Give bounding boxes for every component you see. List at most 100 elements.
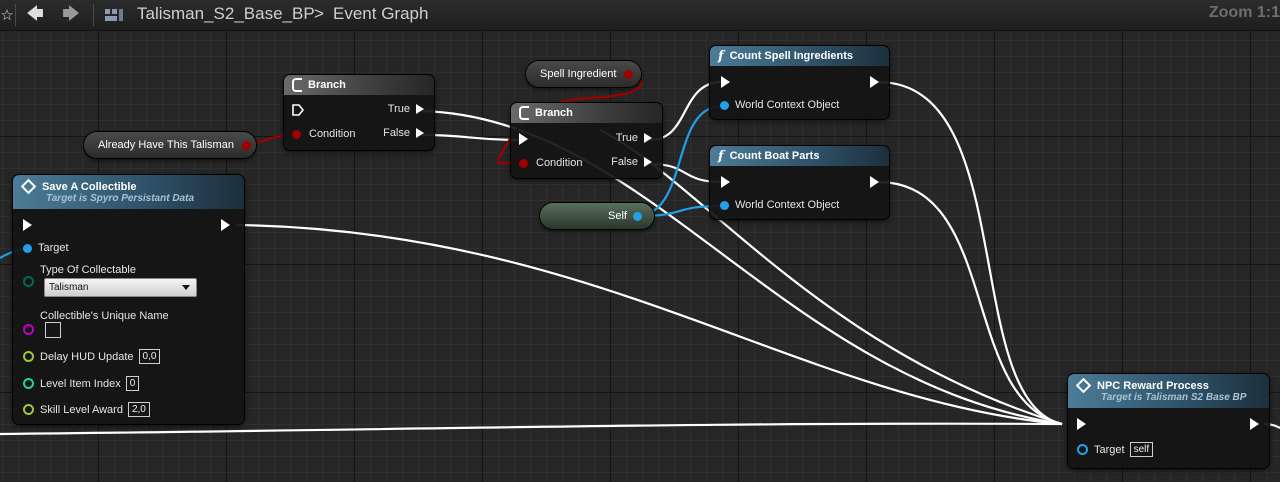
function-call-icon: [20, 178, 37, 195]
exec-input-pin[interactable]: [519, 133, 528, 145]
pin-label: Delay HUD Update: [40, 350, 134, 363]
wire-save-out-to-npc: [235, 223, 1063, 426]
blueprint-grid-icon: [102, 0, 126, 30]
node-title: Branch: [308, 79, 346, 91]
function-call-icon: [1075, 377, 1092, 394]
int-pin-icon: [23, 378, 34, 389]
branch-icon: [519, 106, 529, 120]
node-header: f Count Spell Ingredients: [710, 46, 889, 66]
pin-label: Skill Level Award: [40, 403, 123, 416]
npc-reward-process-node[interactable]: NPC Reward Process Target is Talisman S2…: [1068, 374, 1269, 468]
graph-toolbar: ☆ 🡄 🡆 Talisman_S2_Base_BP > Event Graph …: [0, 0, 1280, 31]
exec-output-pin[interactable]: [870, 176, 879, 188]
pin-label: False: [611, 156, 638, 168]
pin-label: Condition: [309, 128, 356, 140]
skill-level-award-field[interactable]: 2,0: [127, 402, 150, 417]
pin-label: Condition: [536, 157, 583, 169]
dropdown-value: Talisman: [49, 282, 89, 293]
function-icon: f: [718, 148, 724, 164]
self-reference-node[interactable]: Self: [540, 203, 654, 229]
exec-output-icon: [416, 128, 424, 138]
world-context-pin[interactable]: World Context Object: [720, 99, 839, 111]
pin-label: Target: [38, 242, 69, 254]
exec-output-pin[interactable]: [221, 219, 230, 231]
branch-node-1[interactable]: Branch True Condition False: [284, 75, 434, 150]
object-output-pin[interactable]: [632, 211, 642, 221]
wire-count-boat-out-to-npc: [877, 180, 1063, 426]
type-of-collectable-pin[interactable]: Type Of Collectable: [23, 264, 136, 287]
false-output-pin[interactable]: False: [383, 127, 424, 139]
target-pin[interactable]: Target: [23, 242, 69, 254]
node-title: NPC Reward Process: [1097, 379, 1209, 392]
exec-input-icon: [23, 219, 32, 231]
exec-output-pin[interactable]: [1250, 418, 1259, 430]
condition-input-pin[interactable]: Condition: [519, 157, 582, 169]
spell-ingredient-variable-node[interactable]: Spell Ingredient: [526, 61, 641, 87]
object-pin-icon: [720, 200, 729, 210]
exec-input-pin[interactable]: [721, 176, 730, 188]
delay-hud-value-field[interactable]: 0,0: [138, 349, 161, 364]
node-subtitle: Target is Talisman S2 Base BP: [1101, 391, 1247, 403]
breadcrumb-graph[interactable]: Event Graph: [333, 4, 429, 23]
world-context-pin[interactable]: World Context Object: [720, 199, 839, 211]
target-self-field[interactable]: self: [1129, 442, 1154, 457]
pin-label: True: [615, 132, 638, 144]
wire-count-spell-out-to-npc: [877, 80, 1063, 426]
collectable-type-dropdown[interactable]: Talisman: [44, 278, 197, 297]
bool-pin-icon: [519, 158, 528, 168]
already-have-talisman-variable-node[interactable]: Already Have This Talisman: [84, 132, 256, 158]
exec-input-pin[interactable]: [721, 76, 730, 88]
exec-hollow-icon: [292, 104, 304, 116]
unique-name-pin[interactable]: Collectible's Unique Name: [23, 310, 169, 335]
node-title: Save A Collectible: [42, 180, 137, 193]
level-item-index-pin[interactable]: Level Item Index 0: [23, 376, 140, 391]
exec-output-icon: [644, 133, 652, 143]
true-output-pin[interactable]: True: [616, 132, 652, 144]
target-pin[interactable]: Target self: [1077, 442, 1154, 457]
pin-label: False: [383, 127, 410, 139]
node-header: Branch: [284, 75, 434, 95]
toolbar-divider: [15, 4, 16, 26]
exec-input-pin[interactable]: [1077, 418, 1086, 430]
node-header: NPC Reward Process Target is Talisman S2…: [1068, 374, 1269, 408]
self-label: Self: [608, 210, 627, 222]
back-arrow-icon[interactable]: 🡄: [26, 3, 44, 23]
breadcrumb-asset[interactable]: Talisman_S2_Base_BP: [137, 4, 315, 23]
toolbar-divider: [93, 4, 94, 26]
pin-label: Target: [1094, 443, 1125, 456]
exec-output-icon: [221, 219, 230, 231]
variable-label: Already Have This Talisman: [98, 139, 234, 151]
count-spell-ingredients-node[interactable]: f Count Spell Ingredients World Context …: [710, 46, 889, 119]
forward-arrow-icon[interactable]: 🡆: [62, 3, 80, 23]
exec-input-icon: [721, 76, 730, 88]
pin-label: Level Item Index: [40, 377, 121, 390]
exec-input-pin[interactable]: [292, 104, 304, 116]
bool-output-pin[interactable]: [624, 69, 634, 79]
function-icon: f: [718, 48, 724, 64]
exec-input-pin[interactable]: [23, 219, 32, 231]
pin-label: Collectible's Unique Name: [40, 309, 169, 322]
true-output-pin[interactable]: True: [388, 103, 424, 115]
float-pin-icon: [23, 404, 34, 415]
level-item-index-field[interactable]: 0: [125, 376, 140, 391]
pin-label: World Context Object: [735, 99, 840, 111]
node-title: Count Boat Parts: [729, 150, 820, 162]
delay-hud-update-pin[interactable]: Delay HUD Update 0,0: [23, 349, 161, 364]
false-output-pin[interactable]: False: [611, 156, 652, 168]
chevron-down-icon: [182, 285, 190, 290]
condition-input-pin[interactable]: Condition: [292, 128, 355, 140]
wire-left-exec-to-npc: [0, 422, 1063, 436]
exec-input-icon: [1077, 418, 1086, 430]
branch-node-2[interactable]: Branch True Condition False: [511, 103, 662, 178]
exec-output-pin[interactable]: [870, 76, 879, 88]
skill-level-award-pin[interactable]: Skill Level Award 2,0: [23, 402, 150, 417]
favorite-star-icon[interactable]: ☆: [0, 7, 14, 24]
branch-icon: [292, 78, 302, 92]
variable-label: Spell Ingredient: [540, 68, 617, 80]
node-title: Branch: [535, 107, 573, 119]
byte-pin-icon: [23, 276, 34, 287]
unique-name-input[interactable]: [45, 322, 61, 338]
count-boat-parts-node[interactable]: f Count Boat Parts World Context Object: [710, 146, 889, 219]
save-a-collectible-node[interactable]: Save A Collectible Target is Spyro Persi…: [13, 175, 244, 424]
bool-output-pin[interactable]: [241, 140, 251, 150]
